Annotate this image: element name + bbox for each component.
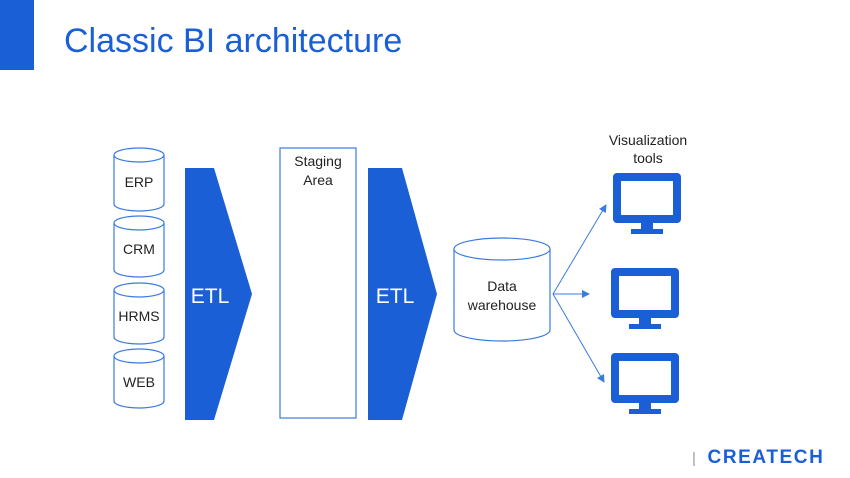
monitor-icon: [611, 268, 679, 329]
source-label-erp: ERP: [125, 174, 154, 190]
viz-label-line1: Visualization: [609, 132, 687, 148]
source-label-hrms: HRMS: [118, 308, 159, 324]
logo-separator: |: [692, 450, 698, 467]
etl-arrow-left: ETL: [185, 168, 252, 420]
source-database-web: WEB: [113, 348, 165, 409]
source-label-crm: CRM: [123, 241, 155, 257]
etl-arrow-right: ETL: [368, 168, 437, 420]
source-database-hrms: HRMS: [113, 282, 165, 345]
etl-left-label: ETL: [191, 285, 230, 308]
source-label-web: WEB: [123, 374, 155, 390]
staging-label-line2: Area: [303, 172, 333, 188]
logo-text: CREATECH: [707, 447, 825, 468]
warehouse-label-line2: warehouse: [467, 297, 537, 313]
monitor-icon: [611, 353, 679, 414]
staging-label-line1: Staging: [294, 153, 341, 169]
title-accent-bar: [0, 0, 34, 70]
warehouse-label-line1: Data: [487, 278, 517, 294]
viz-label-line2: tools: [633, 150, 663, 166]
etl-right-label: ETL: [376, 285, 415, 308]
source-database-crm: CRM: [113, 215, 165, 278]
source-database-erp: ERP: [113, 147, 165, 212]
createch-logo: | CREATECH: [692, 447, 824, 469]
monitor-icon: [613, 173, 681, 234]
data-warehouse-cylinder: Data warehouse: [453, 237, 551, 342]
arrow-to-viz-bottom: [552, 293, 605, 383]
slide-title: Classic BI architecture: [64, 22, 403, 60]
arrow-to-viz-top: [552, 204, 607, 295]
staging-area-box: Staging Area: [279, 147, 357, 419]
